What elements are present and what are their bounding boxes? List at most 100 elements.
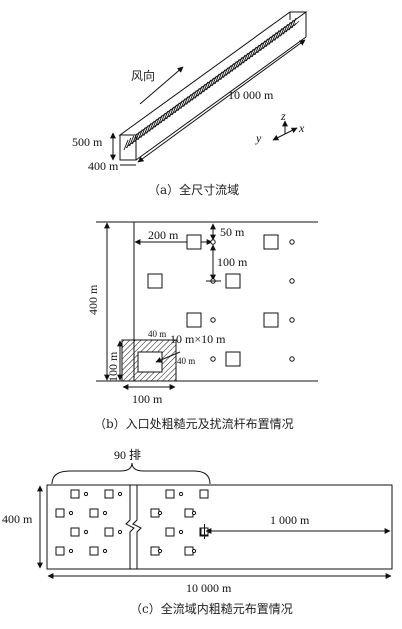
roughness-square	[165, 489, 175, 499]
rows-label: 90 排	[114, 448, 141, 462]
roughness-square	[70, 527, 80, 537]
roughness-square	[55, 508, 65, 518]
roughness-element	[140, 127, 146, 138]
rows-brace	[51, 462, 211, 485]
roughness-square	[186, 312, 202, 328]
spire-circle	[289, 356, 295, 362]
roughness-element	[146, 123, 152, 134]
spire-circle	[191, 510, 197, 516]
roughness-element	[211, 75, 217, 87]
domain-bottom-edge	[135, 36, 307, 161]
spire-circle	[178, 529, 184, 535]
axis-z-label: z	[280, 109, 286, 123]
roughness-square	[89, 546, 99, 556]
roughness-element	[263, 38, 268, 49]
spire-circle	[117, 529, 123, 535]
panel-a-domain: 风向 10 000 m 500 m 400 m z x y （a）全尺寸流域	[72, 11, 308, 197]
spire-circle	[191, 548, 197, 554]
roughness-element	[160, 112, 166, 124]
roughness-square	[150, 508, 160, 518]
roughness-element	[191, 90, 197, 101]
roughness-elements-strip	[123, 17, 300, 151]
length-10000-label: 10 000 m	[186, 581, 232, 595]
roughness-element	[152, 119, 157, 130]
height-label: 500 m	[72, 135, 103, 149]
roughness-element	[171, 104, 177, 116]
length-label: 10 000 m	[228, 88, 274, 102]
roughness-element	[209, 77, 214, 89]
roughness-element	[257, 42, 263, 53]
roughness-element	[243, 52, 249, 64]
dim-100-left-label: 100 m	[106, 351, 120, 382]
wind-label: 风向	[131, 68, 155, 83]
spire-circle	[102, 548, 108, 554]
roughness-element	[189, 92, 194, 103]
spire-circle	[102, 510, 108, 516]
dim-200-label: 200 m	[148, 228, 179, 242]
roughness-element	[174, 102, 180, 113]
roughness-element	[280, 26, 286, 37]
roughness-element	[180, 98, 186, 109]
roughness-square	[184, 508, 194, 518]
height-400-label: 400 m	[86, 284, 100, 315]
roughness-square	[165, 527, 175, 537]
roughness-element	[254, 44, 260, 56]
spire-circle	[178, 491, 184, 497]
roughness-element	[157, 115, 163, 126]
axis-y-label: y	[255, 131, 262, 145]
spire-circle	[210, 317, 216, 323]
roughness-square	[104, 489, 114, 499]
roughness-element	[288, 19, 294, 31]
inlet-roughness-elements	[147, 234, 295, 367]
roughness-square	[184, 546, 194, 556]
spire-circle	[83, 491, 89, 497]
dim-40-top-label: 40 m	[148, 329, 166, 339]
domain-side-face	[119, 134, 137, 161]
roughness-square	[186, 234, 202, 250]
caption-a: （a）全尺寸流域	[148, 182, 239, 197]
axis-triad: z x y	[255, 109, 305, 145]
roughness-element	[186, 94, 192, 105]
roughness-square	[89, 508, 99, 518]
roughness-element	[246, 50, 251, 62]
spire-circle	[68, 548, 74, 554]
roughness-element	[203, 81, 209, 93]
roughness-element	[291, 17, 297, 29]
roughness-element	[271, 32, 277, 43]
spire-circle	[83, 529, 89, 535]
roughness-element	[163, 110, 169, 122]
break-line-left	[125, 485, 135, 569]
roughness-square	[147, 273, 163, 289]
roughness-element	[126, 137, 132, 149]
roughness-element	[228, 63, 234, 74]
roughness-square	[225, 351, 241, 367]
gap-1000-label: 1 000 m	[270, 513, 310, 527]
roughness-element	[237, 57, 243, 68]
roughness-element	[177, 100, 183, 111]
roughness-element	[132, 133, 137, 144]
dim-10x10-label: 10 m×10 m	[170, 332, 226, 346]
roughness-element	[274, 30, 280, 41]
roughness-element	[183, 96, 189, 107]
spire-circle	[289, 239, 295, 245]
spire-circle	[210, 356, 216, 362]
roughness-element	[231, 61, 237, 72]
dim-50-label: 50 m	[220, 225, 245, 239]
length-dimension	[137, 39, 306, 163]
roughness-element	[154, 117, 160, 128]
roughness-element	[220, 69, 226, 80]
caption-c: （c）全流域内粗糙元布置情况	[130, 601, 293, 616]
roughness-element	[251, 46, 257, 58]
full-domain-rect	[46, 484, 393, 570]
inlet-block-white-square	[137, 351, 163, 373]
dim-100-bottom-label: 100 m	[132, 392, 163, 406]
panel-c-full-layout: 90 排 400 m 1 000 m 10 000 m （c）全流域内粗糙元布置…	[2, 448, 393, 616]
width-label: 400 m	[88, 159, 119, 173]
roughness-element	[197, 86, 203, 97]
roughness-element	[149, 121, 155, 132]
roughness-element	[248, 48, 254, 60]
width-400-label: 400 m	[2, 512, 33, 526]
roughness-element	[137, 129, 143, 140]
roughness-square	[225, 273, 241, 289]
roughness-square	[55, 546, 65, 556]
